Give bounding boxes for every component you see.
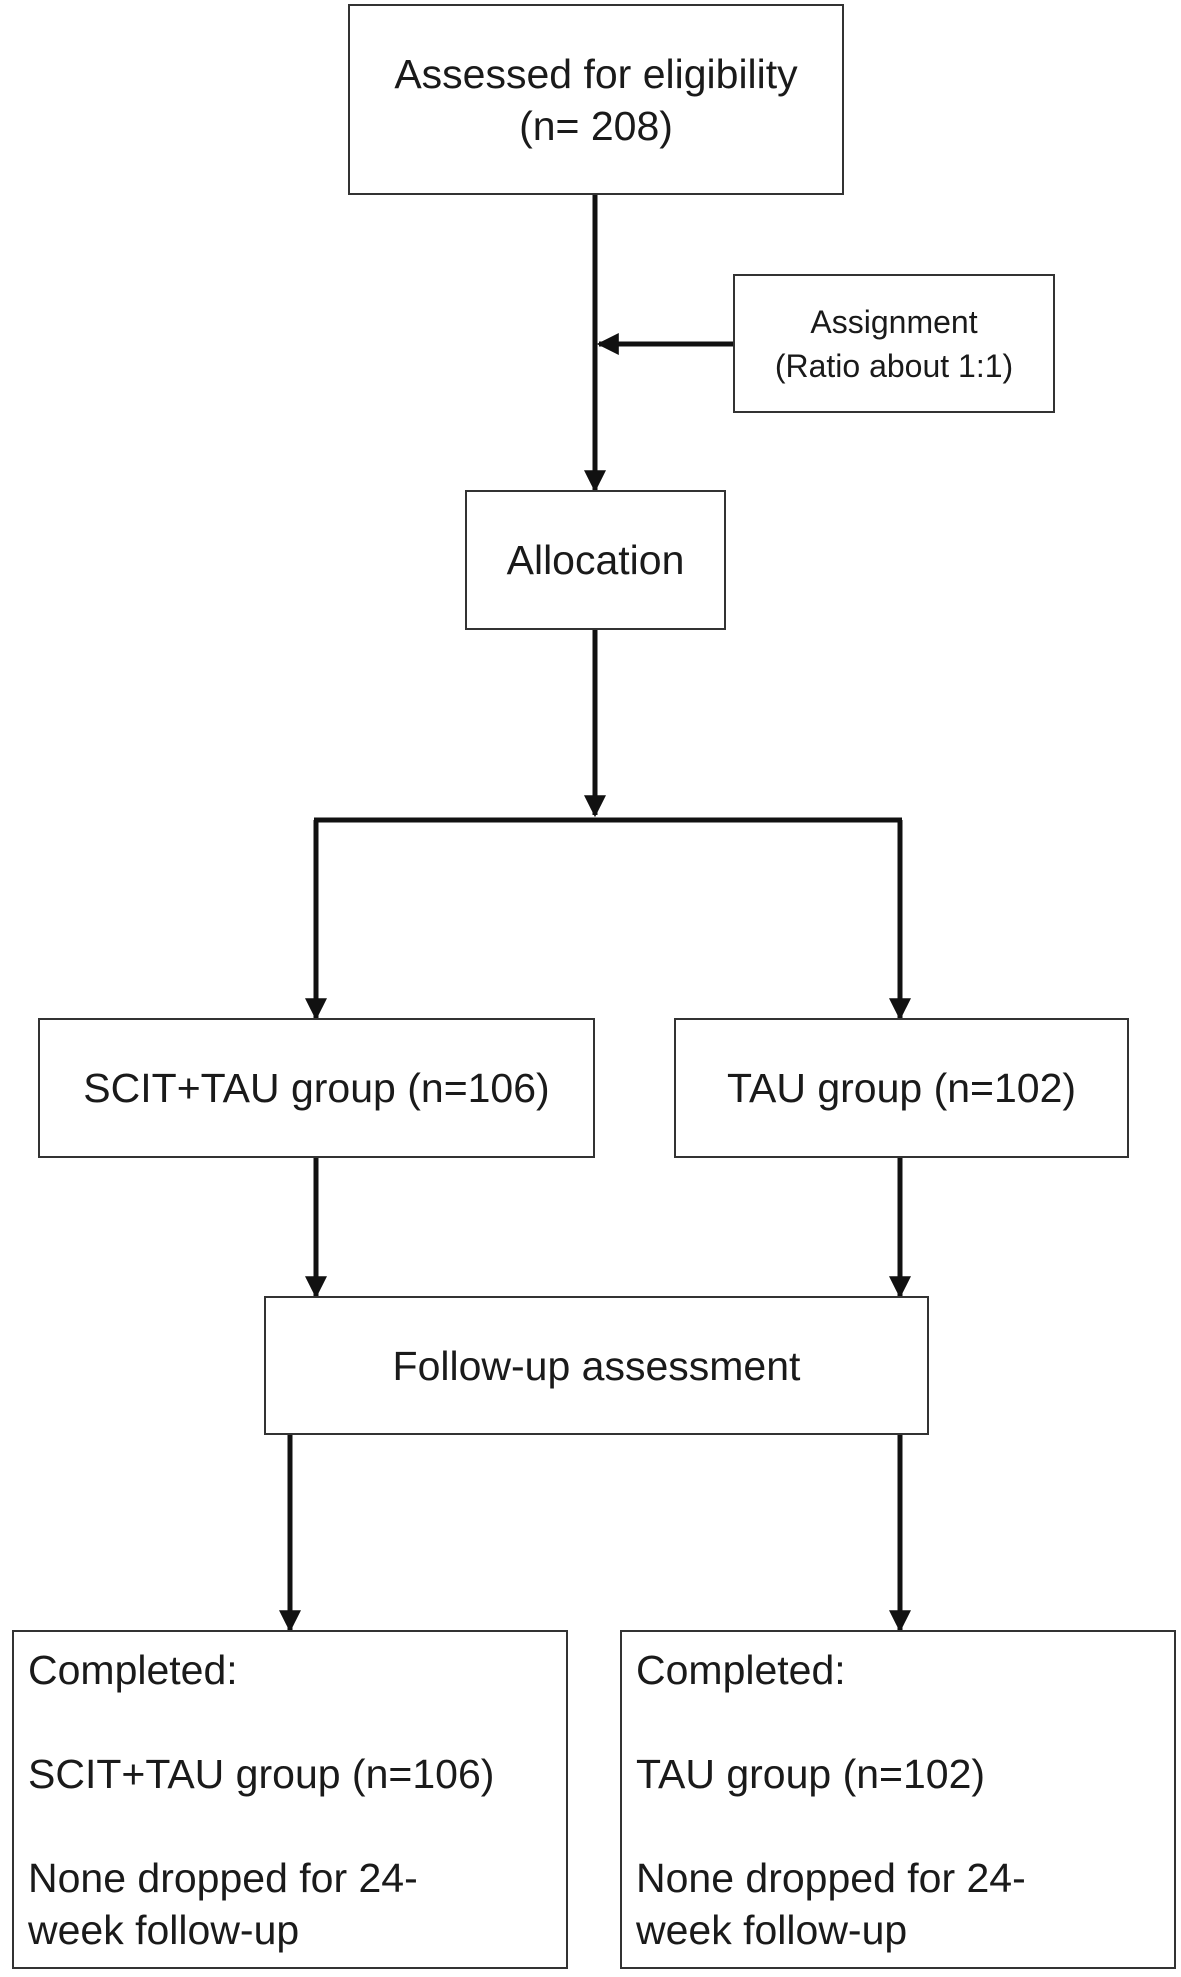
node-completed-tau: Completed: TAU group (n=102) None droppe… <box>620 1630 1176 1969</box>
assignment-line1: Assignment <box>810 303 978 340</box>
tau-group-label: TAU group (n=102) <box>726 1065 1077 1111</box>
completed-scit-note-line2: week follow-up <box>28 1907 300 1953</box>
completed-scit-group: SCIT+TAU group (n=106) <box>28 1751 495 1797</box>
followup-label: Follow-up assessment <box>392 1342 801 1389</box>
completed-tau-note-line1: None dropped for 24- <box>636 1855 1026 1901</box>
completed-scit-note-line1: None dropped for 24- <box>28 1855 418 1901</box>
node-completed-scit: Completed: SCIT+TAU group (n=106) None d… <box>12 1630 568 1969</box>
node-scit-group: SCIT+TAU group (n=106) <box>38 1018 595 1158</box>
node-allocation: Allocation <box>465 490 726 630</box>
assessed-line1: Assessed for eligibility <box>394 50 798 97</box>
completed-scit-heading: Completed: <box>28 1647 238 1693</box>
node-assessed: Assessed for eligibility (n= 208) <box>348 4 844 195</box>
allocation-label: Allocation <box>506 537 685 583</box>
assignment-line2: (Ratio about 1:1) <box>774 347 1014 384</box>
node-tau-group: TAU group (n=102) <box>674 1018 1129 1158</box>
node-followup: Follow-up assessment <box>264 1296 929 1435</box>
completed-tau-heading: Completed: <box>636 1647 846 1693</box>
assessed-line2: (n= 208) <box>519 102 673 149</box>
completed-tau-note-line2: week follow-up <box>636 1907 908 1953</box>
scit-group-label: SCIT+TAU group (n=106) <box>83 1065 550 1111</box>
completed-tau-group: TAU group (n=102) <box>636 1751 986 1797</box>
node-assignment: Assignment (Ratio about 1:1) <box>733 274 1055 413</box>
